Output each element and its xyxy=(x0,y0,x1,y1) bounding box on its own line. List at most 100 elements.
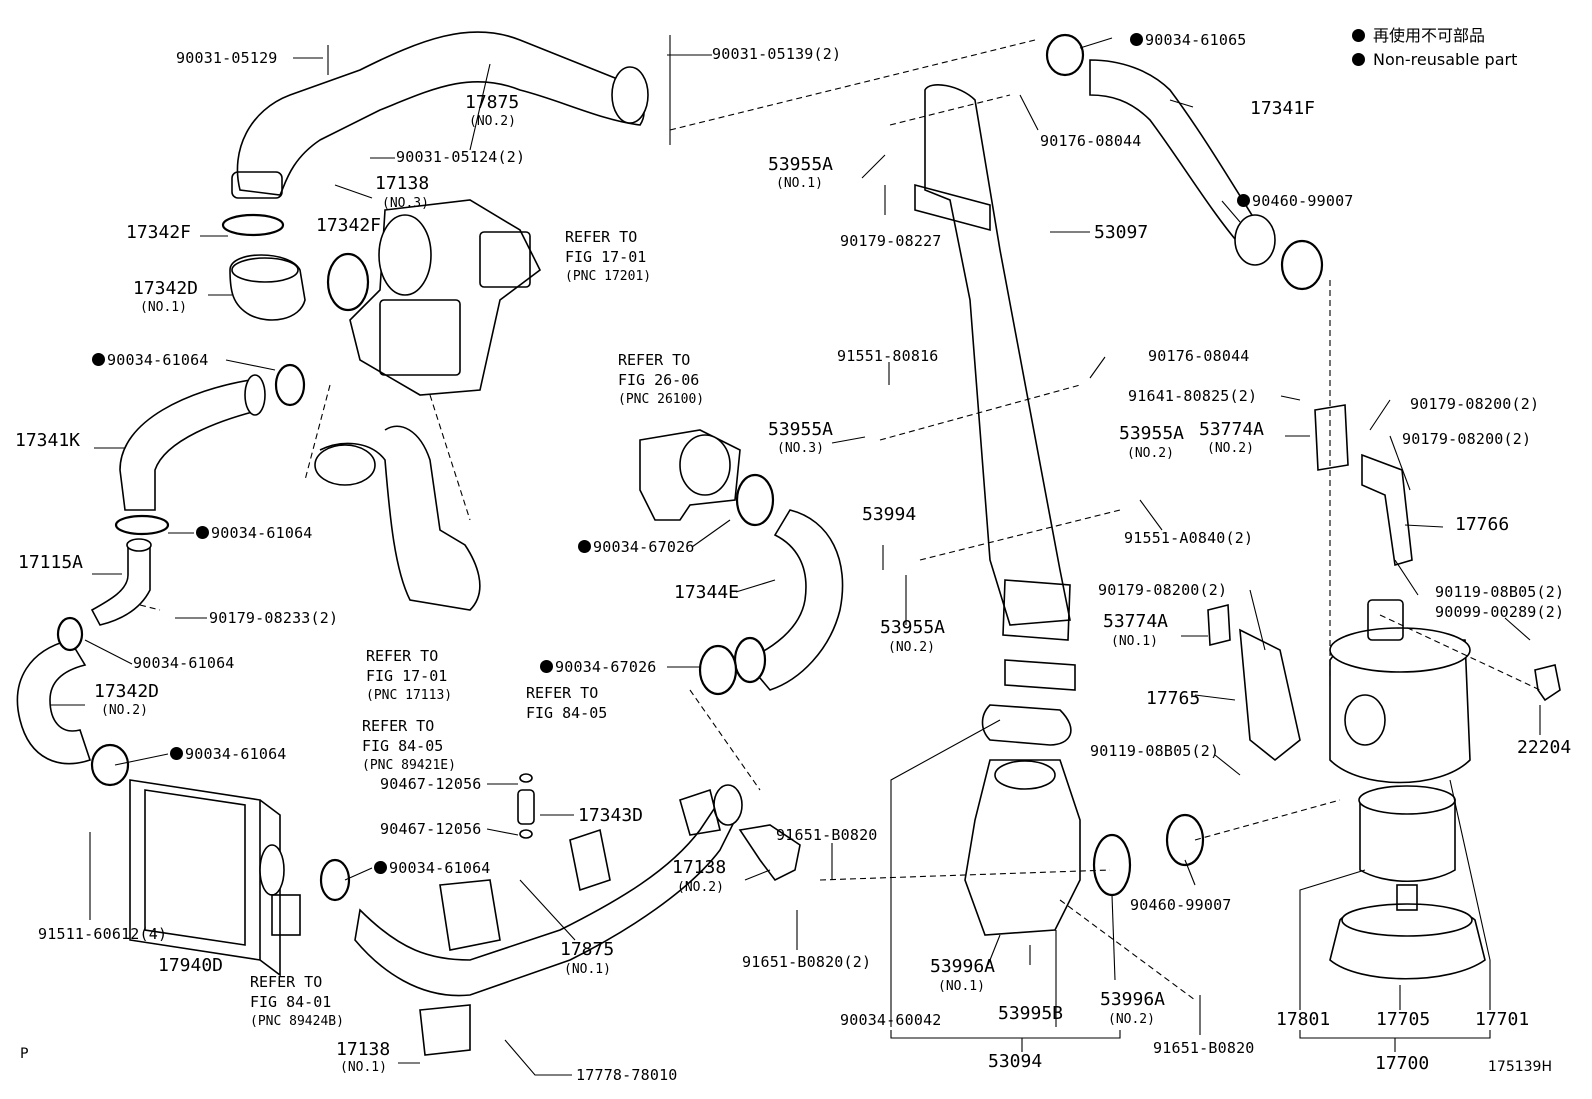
refer-to-fig-17113[interactable]: REFER TO FIG 17-01 (PNC 17113) xyxy=(366,646,452,706)
part-label[interactable]: 22204 xyxy=(1517,737,1572,758)
part-label[interactable]: 17766 xyxy=(1455,514,1510,535)
part-label[interactable]: 53955A xyxy=(768,154,834,175)
part-label[interactable]: 90460-99007 xyxy=(1130,896,1232,914)
part-label[interactable]: 17875 xyxy=(465,92,520,113)
part-label[interactable]: 90179-08200(2) xyxy=(1402,430,1532,448)
refer-line: REFER TO xyxy=(565,228,638,246)
part-label[interactable]: 90179-08227 xyxy=(840,232,942,250)
part-label[interactable]: 17701 xyxy=(1475,1009,1530,1030)
part-label[interactable]: 17778-78010 xyxy=(576,1066,678,1084)
part-label[interactable]: 90467-12056 xyxy=(380,775,482,793)
part-label[interactable]: 17765 xyxy=(1146,688,1201,709)
part-label[interactable]: 17138 xyxy=(375,173,430,194)
part-sublabel: (NO.1) xyxy=(1111,634,1158,649)
part-label[interactable]: 90034-61064 xyxy=(374,860,491,877)
refer-fig: FIG 17-01 xyxy=(366,667,448,685)
part-label[interactable]: 90176-08044 xyxy=(1040,132,1142,150)
part-label[interactable]: 17700 xyxy=(1375,1053,1430,1074)
refer-line: REFER TO xyxy=(526,684,599,702)
part-label[interactable]: 90034-61064 xyxy=(170,746,287,763)
part-label[interactable]: 90179-08200(2) xyxy=(1410,395,1540,413)
part-label[interactable]: 90119-08B05(2) xyxy=(1435,583,1565,601)
refer-line: REFER TO xyxy=(618,351,691,369)
part-label[interactable]: 53994 xyxy=(862,504,917,525)
legend-jp-text: 再使用不可部品 xyxy=(1373,26,1486,45)
filled-dot-icon xyxy=(1352,53,1365,66)
part-label[interactable]: 53996A xyxy=(1100,989,1166,1010)
part-label[interactable]: 17875 xyxy=(560,939,615,960)
part-label[interactable]: 17344E xyxy=(674,582,740,603)
part-label[interactable]: 90031-05139(2) xyxy=(712,45,842,63)
part-label[interactable]: 91551-A0840(2) xyxy=(1124,529,1254,547)
non-reusable-dot-icon xyxy=(170,747,183,760)
part-number-text: 90034-61064 xyxy=(107,351,209,369)
part-number-text: 90034-61064 xyxy=(389,859,491,877)
refer-line: REFER TO xyxy=(250,973,323,991)
part-label[interactable]: 17341K xyxy=(15,430,81,451)
part-label[interactable]: 91551-80816 xyxy=(837,347,939,365)
part-label[interactable]: 17341F xyxy=(1250,98,1316,119)
part-label[interactable]: 53955A xyxy=(880,617,946,638)
part-sublabel: (NO.1) xyxy=(776,176,823,191)
legend-en-text: Non-reusable part xyxy=(1373,50,1518,69)
air-filter-element-drawing xyxy=(1359,799,1456,882)
part-label[interactable]: 17342F xyxy=(316,215,382,236)
part-label[interactable]: 90119-08B05(2) xyxy=(1090,742,1220,760)
part-label[interactable]: 17342F xyxy=(126,222,192,243)
refer-to-fig-84-05[interactable]: REFER TO FIG 84-05 xyxy=(526,683,607,723)
part-label[interactable]: 91511-60612(4) xyxy=(38,925,168,943)
part-label[interactable]: 90034-61064 xyxy=(133,654,235,672)
part-label[interactable]: 90179-08200(2) xyxy=(1098,581,1228,599)
part-sublabel: (NO.1) xyxy=(140,300,187,315)
refer-to-fig-89421e[interactable]: REFER TO FIG 84-05 (PNC 89421E) xyxy=(362,716,456,776)
part-sublabel: (NO.1) xyxy=(340,1060,387,1075)
part-label[interactable]: 90034-67026 xyxy=(578,539,695,556)
refer-line: REFER TO xyxy=(362,717,435,735)
part-sublabel: (NO.2) xyxy=(1207,441,1254,456)
part-label[interactable]: 90460-99007 xyxy=(1237,193,1354,210)
part-label[interactable]: 17115A xyxy=(18,552,84,573)
part-label[interactable]: 17138 xyxy=(336,1039,391,1060)
part-label[interactable]: 17940D xyxy=(158,955,224,976)
part-sublabel: (NO.2) xyxy=(1127,446,1174,461)
non-reusable-dot-icon xyxy=(196,526,209,539)
refer-to-fig-17201[interactable]: REFER TO FIG 17-01 (PNC 17201) xyxy=(565,227,651,287)
hose-17341k-drawing xyxy=(119,379,262,511)
part-label[interactable]: 53995B xyxy=(998,1003,1064,1024)
part-label[interactable]: 53955A xyxy=(1119,423,1185,444)
part-label[interactable]: 53955A xyxy=(768,419,834,440)
refer-to-fig-89424b[interactable]: REFER TO FIG 84-01 (PNC 89424B) xyxy=(250,972,344,1032)
part-label[interactable]: 90179-08233(2) xyxy=(209,609,339,627)
part-label[interactable]: 90034-61065 xyxy=(1130,32,1247,49)
refer-fig: FIG 17-01 xyxy=(565,248,647,266)
part-label[interactable]: 17138 xyxy=(672,857,727,878)
part-label[interactable]: 90034-61064 xyxy=(196,525,313,542)
refer-to-fig-26100[interactable]: REFER TO FIG 26-06 (PNC 26100) xyxy=(618,350,704,410)
part-label[interactable]: 53774A xyxy=(1103,611,1169,632)
part-label[interactable]: 17705 xyxy=(1376,1009,1431,1030)
part-label[interactable]: 90031-05124(2) xyxy=(396,148,526,166)
part-label[interactable]: 17801 xyxy=(1276,1009,1331,1030)
part-sublabel: (NO.2) xyxy=(469,114,516,129)
non-reusable-dot-icon xyxy=(578,540,591,553)
part-label[interactable]: 53094 xyxy=(988,1051,1043,1072)
part-label[interactable]: 53097 xyxy=(1094,222,1149,243)
refer-pnc: (PNC 17201) xyxy=(565,269,652,284)
part-label[interactable]: 90176-08044 xyxy=(1148,347,1250,365)
part-label[interactable]: 17342D xyxy=(133,278,199,299)
non-reusable-dot-icon xyxy=(1130,33,1143,46)
part-label[interactable]: 91651-B0820 xyxy=(1153,1039,1255,1057)
part-label[interactable]: 90031-05129 xyxy=(176,49,278,67)
part-label[interactable]: 90099-00289(2) xyxy=(1435,603,1565,621)
part-label[interactable]: 17342D xyxy=(94,681,160,702)
part-label[interactable]: 91651-B0820(2) xyxy=(742,953,872,971)
part-label[interactable]: 53774A xyxy=(1199,419,1265,440)
part-label[interactable]: 91651-B0820 xyxy=(776,826,878,844)
part-label[interactable]: 90467-12056 xyxy=(380,820,482,838)
part-label[interactable]: 90034-67026 xyxy=(540,659,657,676)
part-label[interactable]: 91641-80825(2) xyxy=(1128,387,1258,405)
part-label[interactable]: 17343D xyxy=(578,805,644,826)
part-label[interactable]: 90034-60042 xyxy=(840,1011,942,1029)
part-label[interactable]: 90034-61064 xyxy=(92,352,209,369)
part-label[interactable]: 53996A xyxy=(930,956,996,977)
